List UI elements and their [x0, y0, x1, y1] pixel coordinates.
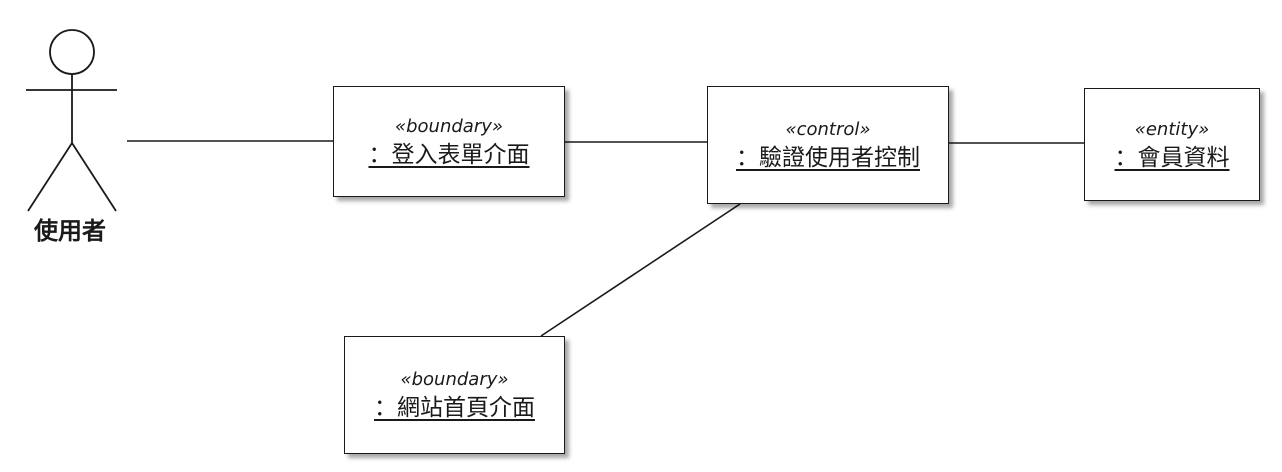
stereotype-label: «boundary» [395, 115, 503, 137]
object-member-data[interactable]: «entity» ：會員資料 [1084, 88, 1260, 201]
object-homepage[interactable]: «boundary» ：網站首頁介面 [344, 336, 565, 454]
stick-figure-icon [26, 29, 117, 212]
object-verify-control[interactable]: «control» ：驗證使用者控制 [707, 86, 949, 204]
actor-label: 使用者 [34, 217, 106, 245]
object-name: ：會員資料 [1114, 144, 1230, 171]
stereotype-label: «boundary» [400, 369, 509, 390]
stereotype-label: «entity» [1134, 118, 1210, 140]
link-verify-control-homepage [540, 203, 741, 337]
stereotype-label: «control» [785, 119, 871, 140]
object-name: ：網站首頁介面 [374, 395, 535, 421]
object-name: ：登入表單介面 [368, 141, 530, 168]
object-login-form[interactable]: «boundary» ：登入表單介面 [333, 86, 565, 197]
object-name: ：驗證使用者控制 [736, 145, 920, 171]
